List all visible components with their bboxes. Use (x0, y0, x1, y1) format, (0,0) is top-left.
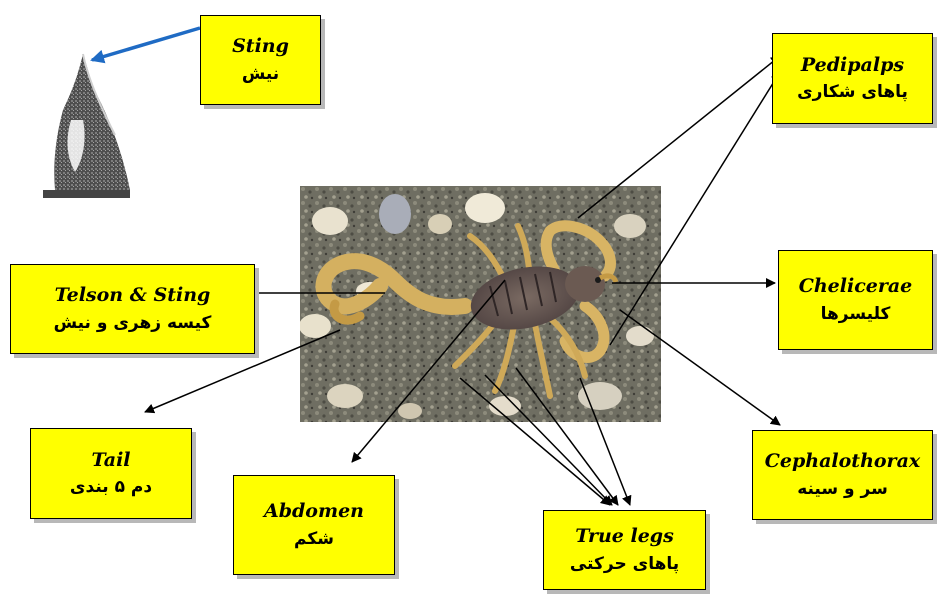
abdomen-label-en: Abdomen (264, 500, 364, 524)
tail-label-fa: دم ۵ بندی (70, 476, 152, 498)
chelicerae-label: Chelicerae کلیسرها (778, 250, 933, 350)
pedipalps-label: Pedipalps پاهای شکاری (772, 33, 933, 124)
telson-sting-label-fa: کیسه زهری و نیش (54, 312, 212, 334)
abdomen-label-fa: شکم (294, 528, 334, 550)
pedipalps-arrow-1 (578, 56, 780, 218)
sting-label-en: Sting (232, 35, 289, 59)
tail-label-en: Tail (91, 449, 130, 473)
sting-label-fa: نیش (242, 63, 279, 85)
true-legs-label-en: True legs (575, 525, 674, 549)
true-legs-label: True legs پاهای حرکتی (543, 510, 706, 590)
pedipalps-arrow-2 (610, 72, 780, 345)
abdomen-label: Abdomen شکم (233, 475, 395, 575)
true-legs-label-fa: پاهای حرکتی (570, 553, 679, 575)
sting-arrow (92, 28, 200, 60)
chelicerae-label-fa: کلیسرها (821, 303, 891, 325)
cephalothorax-label: Cephalothorax سر و سینه (752, 430, 933, 520)
pedipalps-label-en: Pedipalps (801, 54, 904, 78)
legs-arrow-2 (485, 375, 612, 505)
sting-label: Sting نیش (200, 15, 321, 105)
abdomen-arrow (352, 280, 505, 462)
telson-sting-label-en: Telson & Sting (55, 284, 211, 308)
cephalothorax-label-en: Cephalothorax (765, 450, 920, 474)
telson-sting-label: Telson & Sting کیسه زهری و نیش (10, 264, 255, 354)
tail-label: Tail دم ۵ بندی (30, 428, 192, 519)
pedipalps-label-fa: پاهای شکاری (797, 81, 908, 103)
chelicerae-label-en: Chelicerae (799, 275, 913, 299)
cephalothorax-arrow (620, 310, 780, 425)
cephalothorax-label-fa: سر و سینه (797, 478, 888, 500)
